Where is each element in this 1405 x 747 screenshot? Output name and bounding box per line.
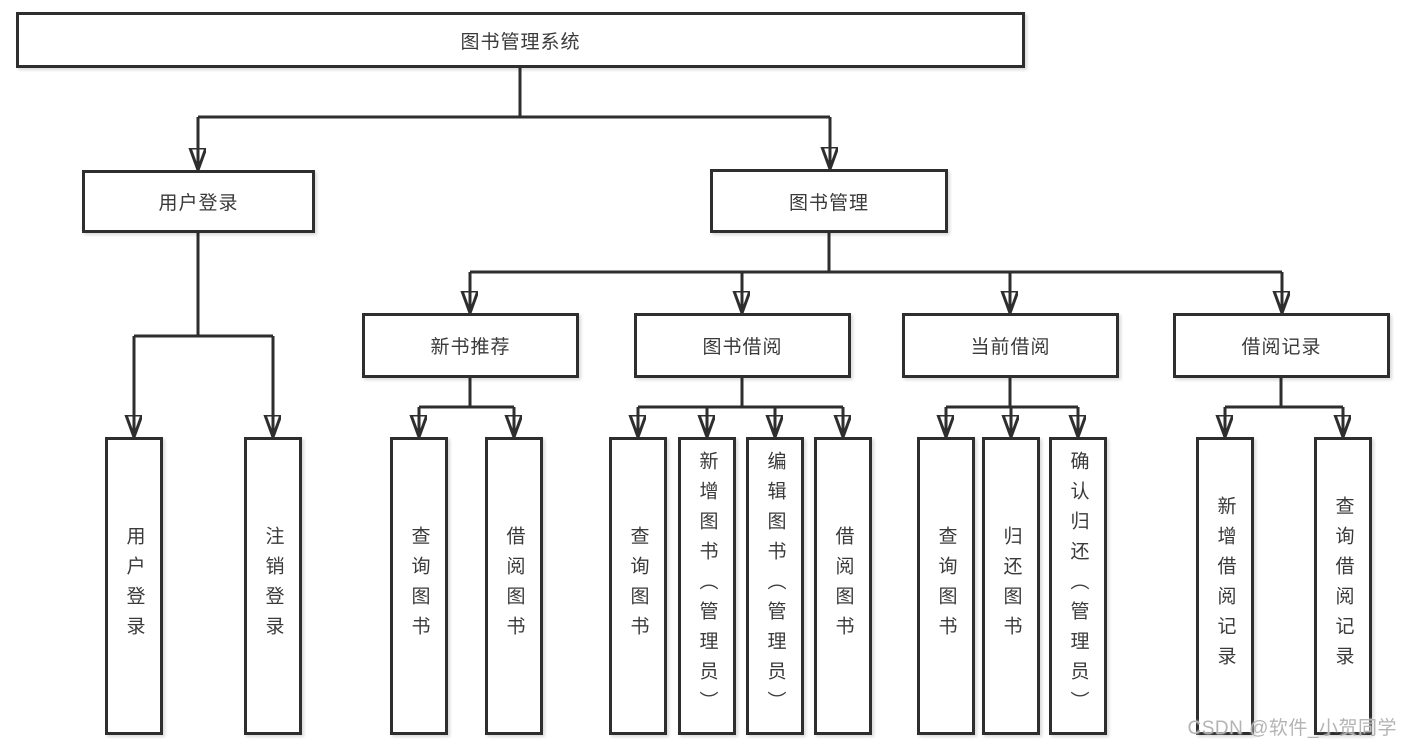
leaf-borrow-books-1: 借阅图书 — [485, 437, 543, 735]
leaf-label: 用户登录 — [123, 526, 145, 646]
leaf-label: 编辑图书（管理员） — [764, 451, 786, 721]
node-label: 图书管理系统 — [460, 31, 581, 53]
connector-book-borrowing-children — [638, 378, 843, 437]
leaf-borrow-books-2: 借阅图书 — [814, 437, 872, 735]
leaf-label: 借阅图书 — [503, 526, 525, 646]
node-label: 借阅记录 — [1241, 337, 1322, 358]
node-label: 图书管理 — [788, 192, 869, 214]
node-library-management-system: 图书管理系统 — [16, 12, 1025, 68]
node-current-borrowing: 当前借阅 — [902, 313, 1119, 378]
leaf-query-books-3: 查询图书 — [917, 437, 975, 735]
leaf-query-books-2: 查询图书 — [609, 437, 667, 735]
leaf-label: 查询借阅记录 — [1332, 496, 1354, 676]
node-book-borrowing: 图书借阅 — [634, 313, 851, 378]
leaf-label: 查询图书 — [935, 526, 957, 646]
node-new-book-recommend: 新书推荐 — [362, 313, 579, 378]
connector-root-to-level2 — [198, 68, 830, 170]
leaf-logout: 注销登录 — [244, 437, 302, 735]
node-label: 当前借阅 — [970, 337, 1051, 358]
node-book-management: 图书管理 — [710, 169, 948, 233]
leaf-add-book-admin: 新增图书（管理员） — [678, 437, 736, 735]
leaf-label: 新增借阅记录 — [1214, 496, 1236, 676]
leaf-query-books-1: 查询图书 — [390, 437, 448, 735]
node-label: 图书借阅 — [702, 337, 783, 358]
leaf-edit-book-admin: 编辑图书（管理员） — [746, 437, 804, 735]
leaf-label: 新增图书（管理员） — [696, 451, 718, 721]
leaf-return-book: 归还图书 — [982, 437, 1040, 735]
node-user-login: 用户登录 — [82, 170, 315, 233]
connector-new-book-recommend-children — [419, 378, 514, 437]
connector-current-borrowing-children — [946, 378, 1078, 437]
leaf-user-login: 用户登录 — [105, 437, 163, 735]
leaf-label: 查询图书 — [408, 526, 430, 646]
connector-user-login-children — [134, 233, 273, 437]
connector-borrow-records-children — [1225, 378, 1343, 437]
leaf-label: 注销登录 — [262, 526, 284, 646]
node-label: 用户登录 — [158, 193, 239, 214]
connector-book-management-children — [470, 233, 1282, 313]
leaf-label: 借阅图书 — [832, 526, 854, 646]
leaf-query-borrow-record: 查询借阅记录 — [1314, 437, 1372, 735]
node-label: 新书推荐 — [430, 337, 511, 358]
leaf-label: 确认归还（管理员） — [1067, 451, 1089, 721]
leaf-label: 归还图书 — [1000, 526, 1022, 646]
node-borrow-records: 借阅记录 — [1173, 313, 1390, 378]
leaf-confirm-return-admin: 确认归还（管理员） — [1049, 437, 1107, 735]
leaf-add-borrow-record: 新增借阅记录 — [1196, 437, 1254, 735]
leaf-label: 查询图书 — [627, 526, 649, 646]
